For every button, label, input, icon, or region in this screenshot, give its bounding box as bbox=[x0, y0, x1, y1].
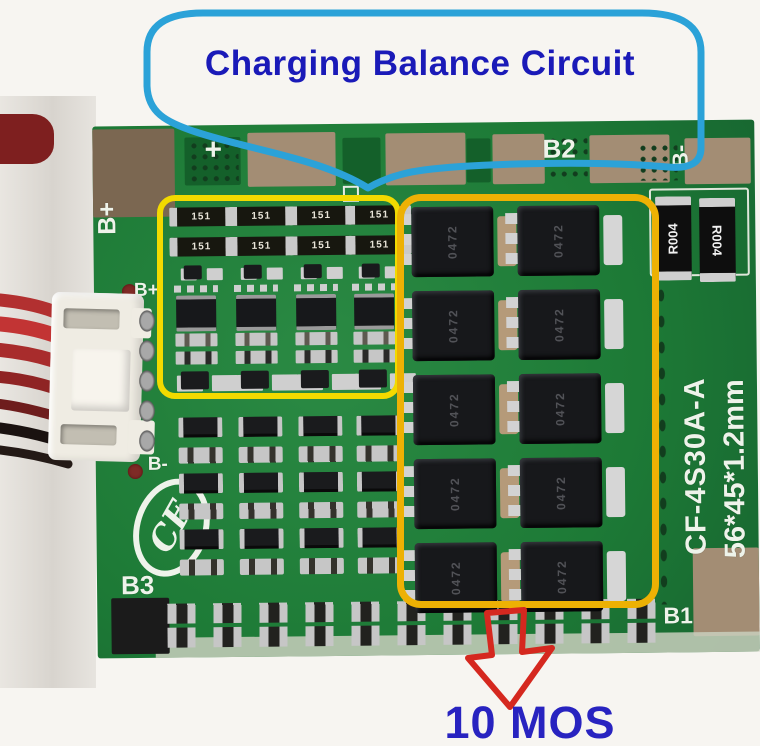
balance-circuit-highlight-box bbox=[157, 195, 401, 399]
bubble-title: Charging Balance Circuit bbox=[204, 44, 636, 83]
mosfet-highlight-box bbox=[397, 194, 659, 608]
wire-loop bbox=[0, 114, 54, 164]
mos-tube-caption: 10 MOS Tube bbox=[444, 697, 616, 746]
balance-connector bbox=[47, 291, 155, 463]
